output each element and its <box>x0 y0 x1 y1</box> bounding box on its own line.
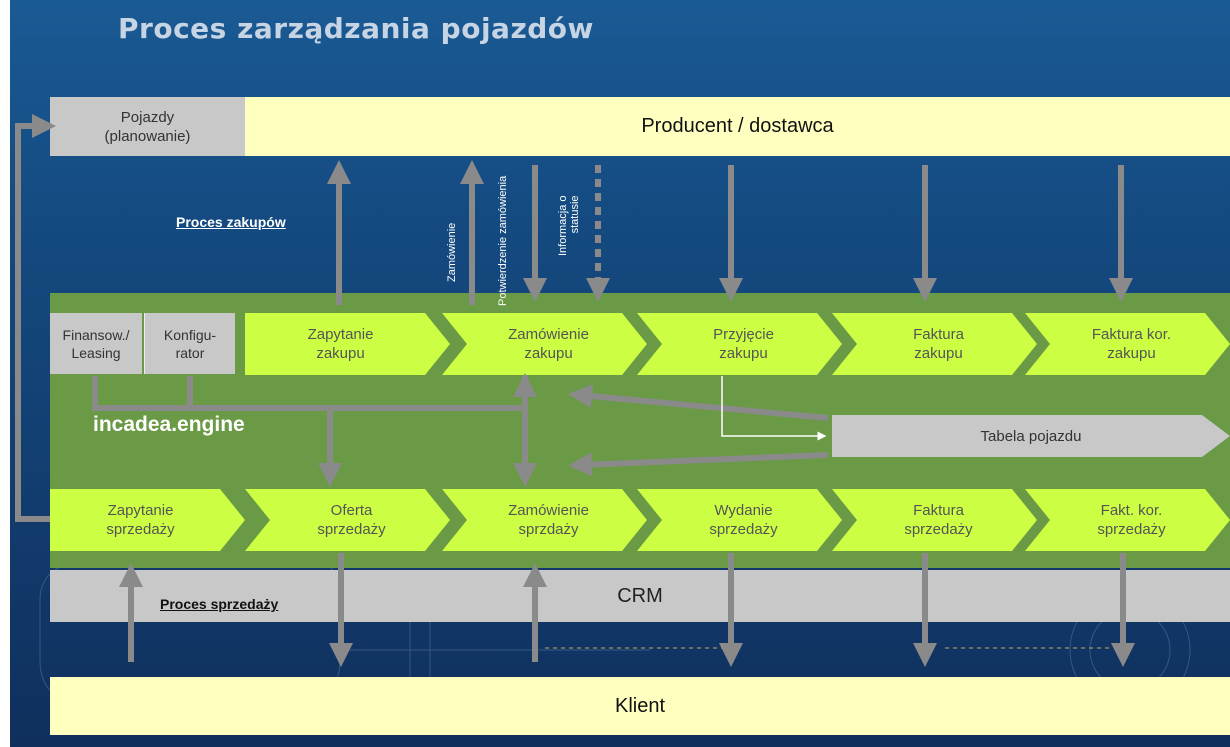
vehicles-planning-box: Pojazdy (planowanie) <box>50 97 245 156</box>
sales-step-label: Fakt. kor. sprzedaży <box>1097 502 1166 538</box>
purchase-step-label: Przyjęcie zakupu <box>713 326 774 362</box>
purchase-step-label: Faktura kor. zakupu <box>1091 326 1172 362</box>
purchase-step-label: Zamówienie zakupu <box>508 326 589 362</box>
sales-step-order: Zamówienie sprzdaży <box>442 489 647 551</box>
purchase-step-order: Zamówienie zakupu <box>442 313 647 375</box>
sales-step-credit-invoice: Fakt. kor. sprzedaży <box>1025 489 1230 551</box>
vehicle-table-box: Tabela pojazdu <box>832 415 1230 457</box>
sales-process-label: Proces sprzedaży <box>160 596 279 612</box>
sales-step-label: Oferta sprzedaży <box>317 502 386 538</box>
purchase-step-receipt: Przyjęcie zakupu <box>637 313 842 375</box>
arrow-table-to-sales <box>568 452 829 477</box>
status-info-annotation: Informacja o statusie <box>557 195 581 256</box>
purchase-process-label: Proces zakupów <box>176 214 286 230</box>
configurator-box: Konfigu- rator <box>144 313 235 374</box>
vehicle-table-label: Tabela pojazdu <box>980 427 1082 445</box>
sales-step-label: Wydanie sprzedaży <box>709 502 778 538</box>
engine-connector-horizontal <box>92 376 525 411</box>
arrow-table-to-purchase <box>568 384 829 421</box>
purchase-step-inquiry: Zapytanie zakupu <box>245 313 450 375</box>
purchase-step-invoice: Faktura zakupu <box>832 313 1037 375</box>
sales-step-invoice: Faktura sprzedaży <box>832 489 1037 551</box>
sales-step-offer: Oferta sprzedaży <box>245 489 450 551</box>
purchase-step-label: Faktura zakupu <box>913 326 964 362</box>
purchase-step-label: Zapytanie zakupu <box>307 326 374 362</box>
feedback-line <box>15 114 56 522</box>
receipt-to-table-line <box>721 376 827 441</box>
sales-step-label: Zapytanie sprzedaży <box>106 502 175 538</box>
engine-label: incadea.engine <box>93 413 245 436</box>
sales-step-label: Zamówienie sprzdaży <box>508 502 589 538</box>
order-annotation: Zamówienie <box>446 222 458 282</box>
sales-step-inquiry: Zapytanie sprzedaży <box>50 489 245 551</box>
sales-step-label: Faktura sprzedaży <box>904 502 973 538</box>
financing-leasing-box: Finansow./ Leasing <box>50 313 142 374</box>
client-box: Klient <box>50 677 1230 735</box>
crm-box: CRM <box>50 570 1230 622</box>
sales-step-delivery: Wydanie sprzedaży <box>637 489 842 551</box>
producer-supplier-box: Producent / dostawca <box>245 97 1230 156</box>
purchase-step-credit-invoice: Faktura kor. zakupu <box>1025 313 1230 375</box>
page-title: Proces zarządzania pojazdów <box>118 12 594 45</box>
order-confirmation-annotation: Potwierdzenie zamówienia <box>497 175 509 306</box>
